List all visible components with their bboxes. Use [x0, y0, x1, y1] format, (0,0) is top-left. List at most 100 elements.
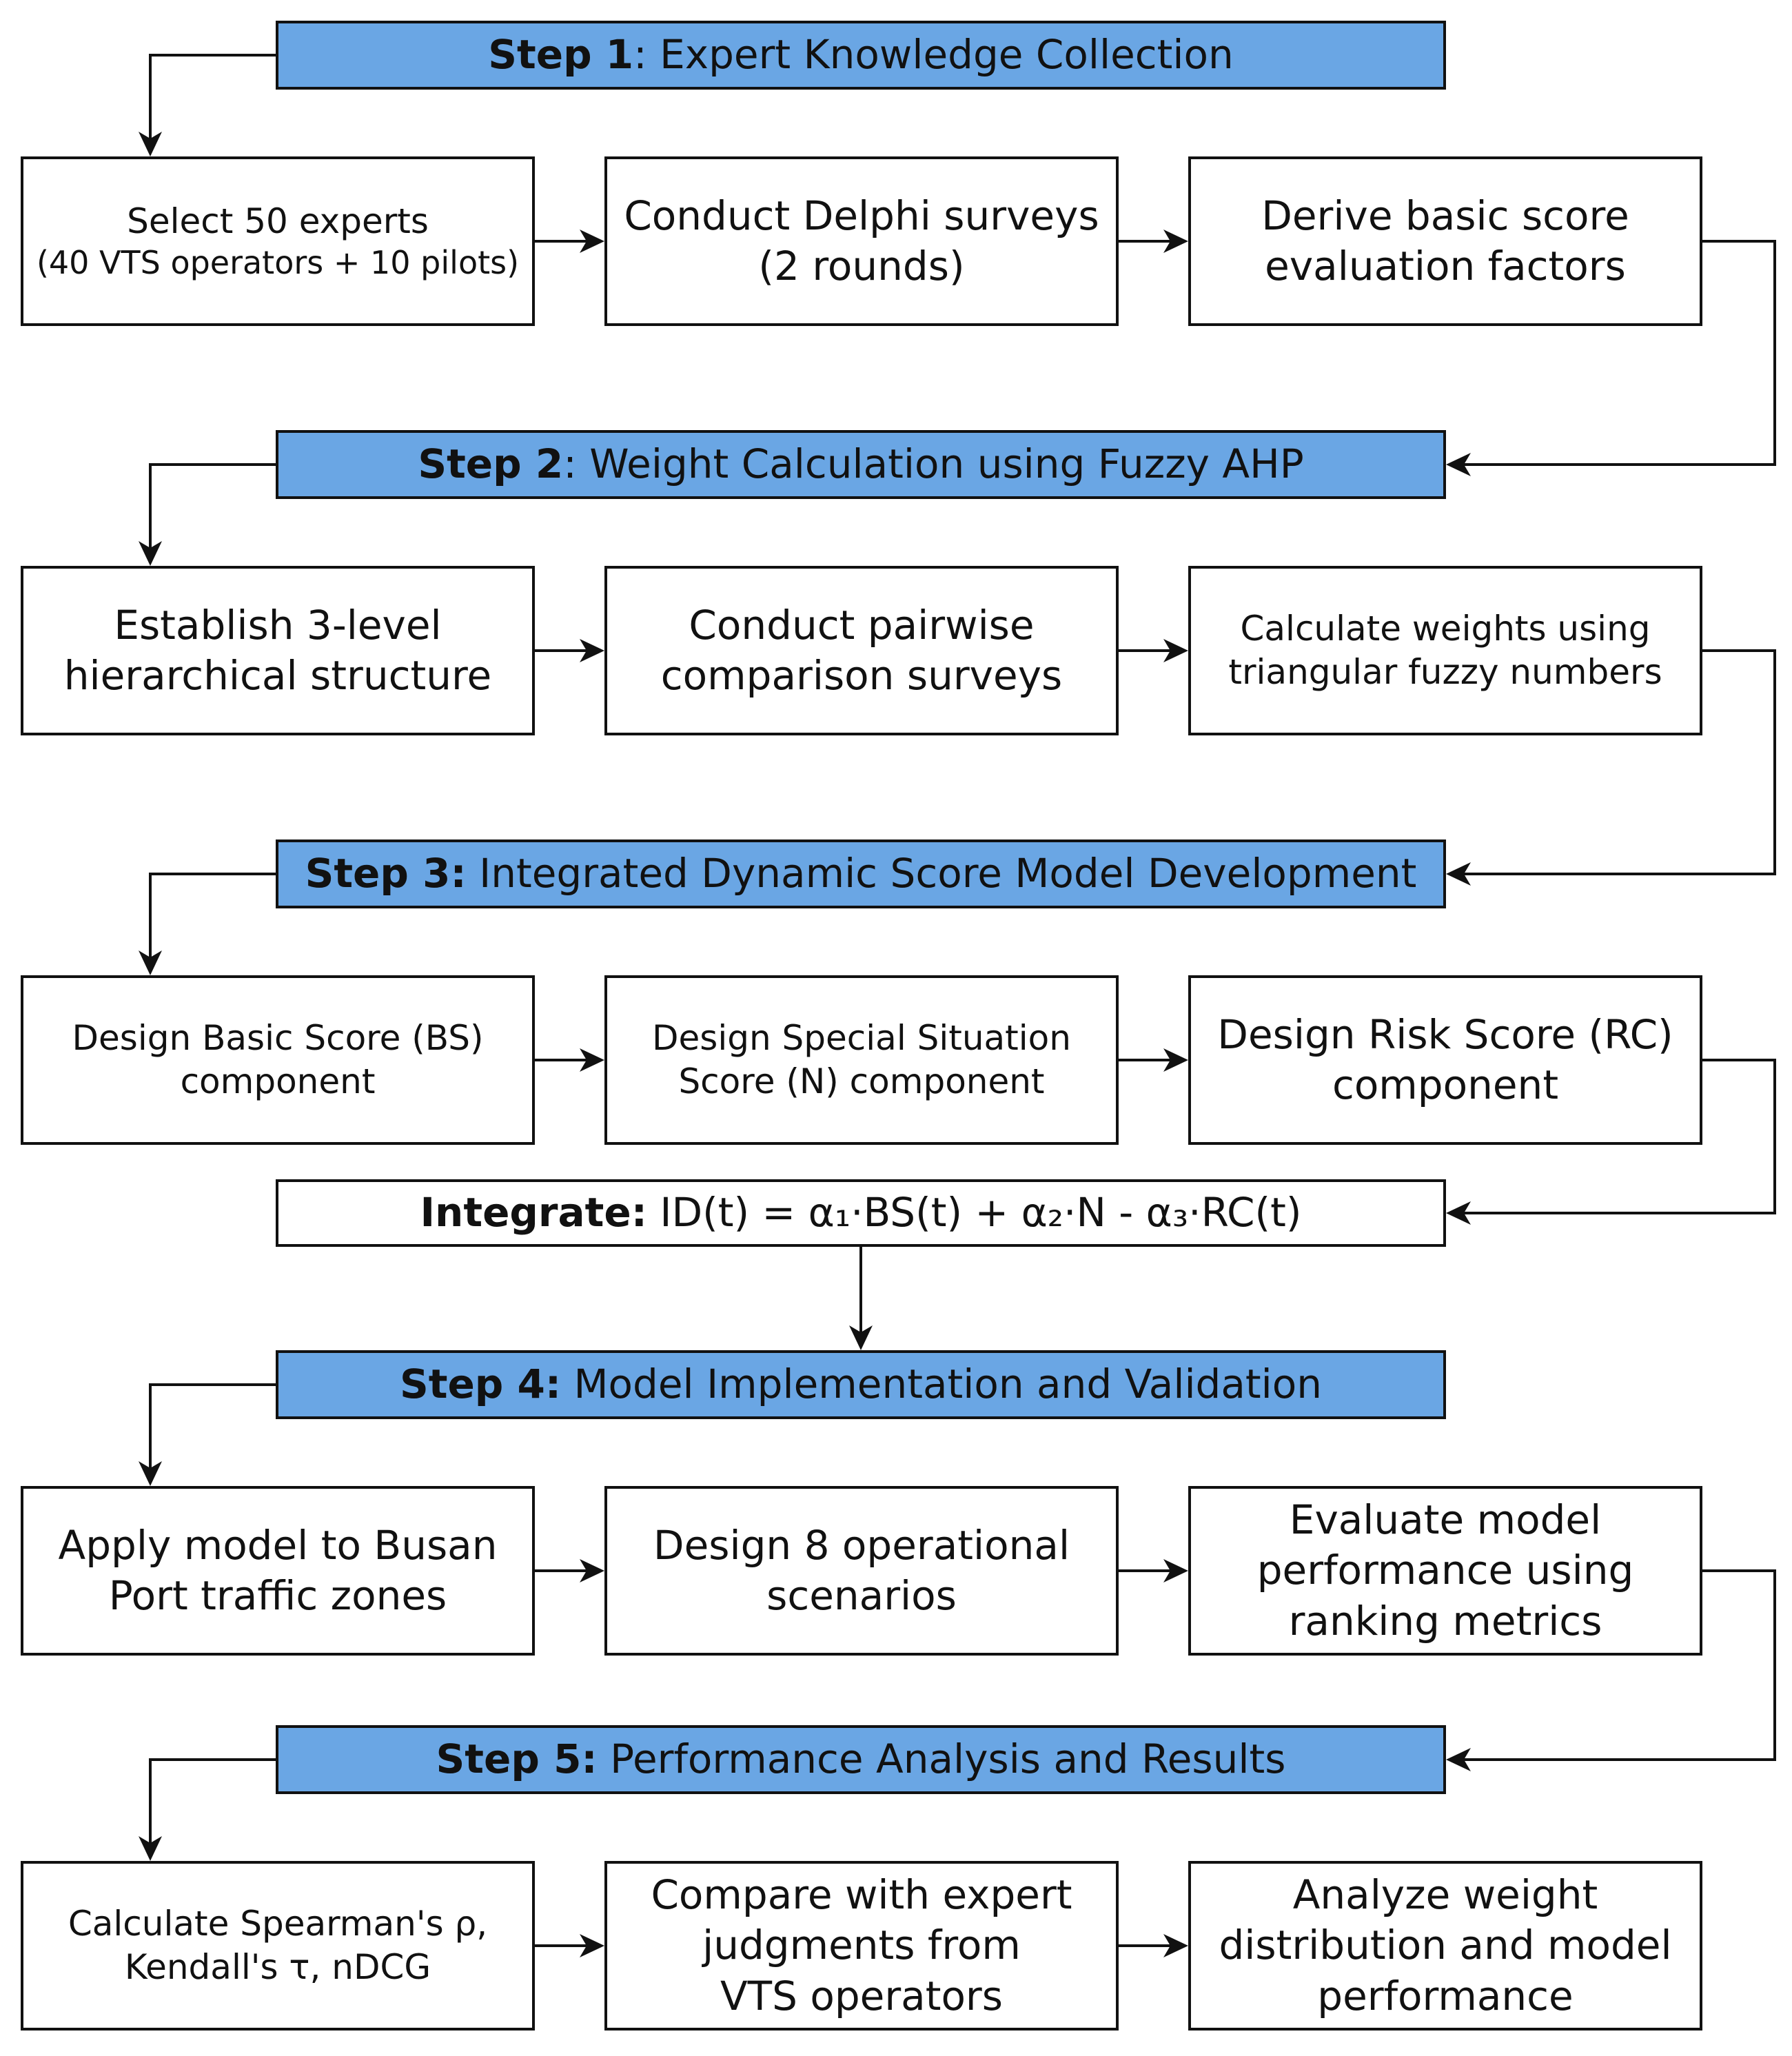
step-4-label: Step 4: [399, 1361, 562, 1408]
step-3-box-1-line-2: component [180, 1061, 376, 1101]
step-1-title: Step 1: Expert Knowledge Collection [488, 30, 1234, 80]
step-4-arrowhead-2-3 [1163, 1559, 1188, 1582]
step-1-header: Step 1: Expert Knowledge Collection [276, 21, 1446, 90]
step-3-entry-arrowhead [139, 950, 162, 975]
step-1-box-3-line-2: evaluation factors [1265, 243, 1626, 289]
step-5-box-2-line-2: judgments from [702, 1922, 1021, 1969]
step-1-entry-connector [149, 54, 276, 152]
step-3-arrowhead-2-3 [1163, 1048, 1188, 1072]
step-5-arrowhead-1-2 [580, 1934, 604, 1957]
step-4-box-2-line-1: Design 8 operational [653, 1521, 1070, 1569]
step-4-box-2-line-2: scenarios [766, 1572, 957, 1619]
step-1-box-1: Select 50 experts(40 VTS operators + 10 … [21, 156, 535, 326]
step-2-entry-connector [149, 463, 276, 562]
step-4-box-1-line-1: Apply model to Busan [58, 1521, 498, 1569]
step-1-arrowhead-1-2 [580, 230, 604, 253]
step-2-box-3-line-2: triangular fuzzy numbers [1228, 652, 1662, 692]
step-4-box-3-line-1: Evaluate model [1289, 1496, 1602, 1544]
step-5-box-2-line-3: VTS operators [720, 1972, 1003, 2019]
step-5-entry-connector [149, 1758, 276, 1857]
integrate-label: Integrate: [420, 1189, 647, 1236]
step-1-entry-arrowhead [139, 132, 162, 156]
step-3-header: Step 3: Integrated Dynamic Score Model D… [276, 839, 1446, 908]
step-5-box-3-line-2: distribution and model [1219, 1922, 1672, 1969]
step-1-label: Step 1 [488, 31, 634, 79]
step-2-box-3-line-1: Calculate weights using [1240, 609, 1651, 649]
step-2-label: Step 2 [418, 440, 564, 488]
step-5-title: Step 5: Performance Analysis and Results [436, 1734, 1286, 1784]
step-3-box-1-text: Design Basic Score (BS)component [72, 1017, 484, 1103]
step-1-box-1-line-1: Select 50 experts [127, 201, 429, 241]
step-5-header: Step 5: Performance Analysis and Results [276, 1725, 1446, 1794]
step-5-box-1: Calculate Spearman's ρ,Kendall's τ, nDCG [21, 1861, 535, 2030]
step-2-title: Step 2: Weight Calculation using Fuzzy A… [418, 439, 1303, 489]
step-2-box-1-line-2: hierarchical structure [63, 652, 492, 699]
step-4-box-3-line-3: ranking metrics [1288, 1597, 1602, 1645]
step-1-arrowhead-2-3 [1163, 230, 1188, 253]
step-1-box-2-line-2: (2 rounds) [758, 243, 965, 289]
integrate-formula-box: Integrate: ID(t) = α₁·BS(t) + α₂·N - α₃·… [276, 1179, 1446, 1247]
step-4-entry-arrowhead [139, 1461, 162, 1486]
step-3-label: Step 3: [305, 850, 467, 897]
step-3-return-arrowhead [1446, 1201, 1471, 1225]
step-5-entry-arrowhead [139, 1836, 162, 1861]
step-3-title: Step 3: Integrated Dynamic Score Model D… [305, 848, 1417, 899]
step-5-box-3-line-3: performance [1317, 1972, 1574, 2019]
step-5-label: Step 5: [436, 1736, 598, 1783]
step-4-box-1-line-2: Port traffic zones [108, 1572, 447, 1619]
step-4-header: Step 4: Model Implementation and Validat… [276, 1350, 1446, 1419]
step-3-box-3-text: Design Risk Score (RC)component [1217, 1010, 1673, 1110]
step-3-box-1-line-1: Design Basic Score (BS) [72, 1018, 484, 1058]
step-3-box-2-line-1: Design Special Situation [652, 1018, 1071, 1058]
step-3-arrowhead-1-2 [580, 1048, 604, 1072]
step-5-box-2-line-1: Compare with expert [651, 1871, 1072, 1919]
step-3-box-2-line-2: Score (N) component [678, 1061, 1045, 1101]
step-4-entry-connector [149, 1383, 276, 1482]
step-1-return-arrowhead [1446, 453, 1471, 476]
step-2-box-2-line-1: Conduct pairwise [689, 601, 1035, 649]
step-4-return-arrowhead [1446, 1748, 1471, 1771]
step-3-box-3: Design Risk Score (RC)component [1188, 975, 1702, 1145]
step-2-entry-arrowhead [139, 541, 162, 566]
step-1-box-1-line-2: (40 VTS operators + 10 pilots) [36, 243, 520, 281]
step-3-entry-connector [149, 873, 276, 971]
step-4-title: Step 4: Model Implementation and Validat… [400, 1359, 1322, 1409]
step-2-return-arrowhead [1446, 862, 1471, 886]
step-1-box-2: Conduct Delphi surveys(2 rounds) [604, 156, 1119, 326]
step-3-box-3-line-1: Design Risk Score (RC) [1217, 1010, 1673, 1058]
step-4-title-text: Model Implementation and Validation [561, 1361, 1323, 1408]
integrate-formula: Integrate: ID(t) = α₁·BS(t) + α₂·N - α₃·… [420, 1188, 1301, 1238]
step-2-title-text: : Weight Calculation using Fuzzy AHP [563, 440, 1304, 488]
step-1-title-text: : Expert Knowledge Collection [633, 31, 1234, 79]
step-5-box-1-line-2: Kendall's τ, nDCG [124, 1947, 431, 1987]
step-5-box-1-text: Calculate Spearman's ρ,Kendall's τ, nDCG [68, 1902, 487, 1989]
step-4-box-3-line-2: performance using [1256, 1547, 1634, 1594]
step-5-box-3-line-1: Analyze weight [1292, 1871, 1598, 1919]
step-1-box-3-line-1: Derive basic score [1261, 192, 1629, 239]
step-2-box-1-line-1: Establish 3-level [114, 601, 442, 649]
step-2-return-connector [1450, 649, 1776, 875]
step-2-header: Step 2: Weight Calculation using Fuzzy A… [276, 430, 1446, 499]
step-3-box-1: Design Basic Score (BS)component [21, 975, 535, 1145]
integrate-equation: ID(t) = α₁·BS(t) + α₂·N - α₃·RC(t) [646, 1189, 1302, 1236]
step-4-return-connector [1450, 1569, 1776, 1761]
step-3-return-connector [1450, 1059, 1776, 1214]
step-5-title-text: Performance Analysis and Results [597, 1736, 1286, 1783]
